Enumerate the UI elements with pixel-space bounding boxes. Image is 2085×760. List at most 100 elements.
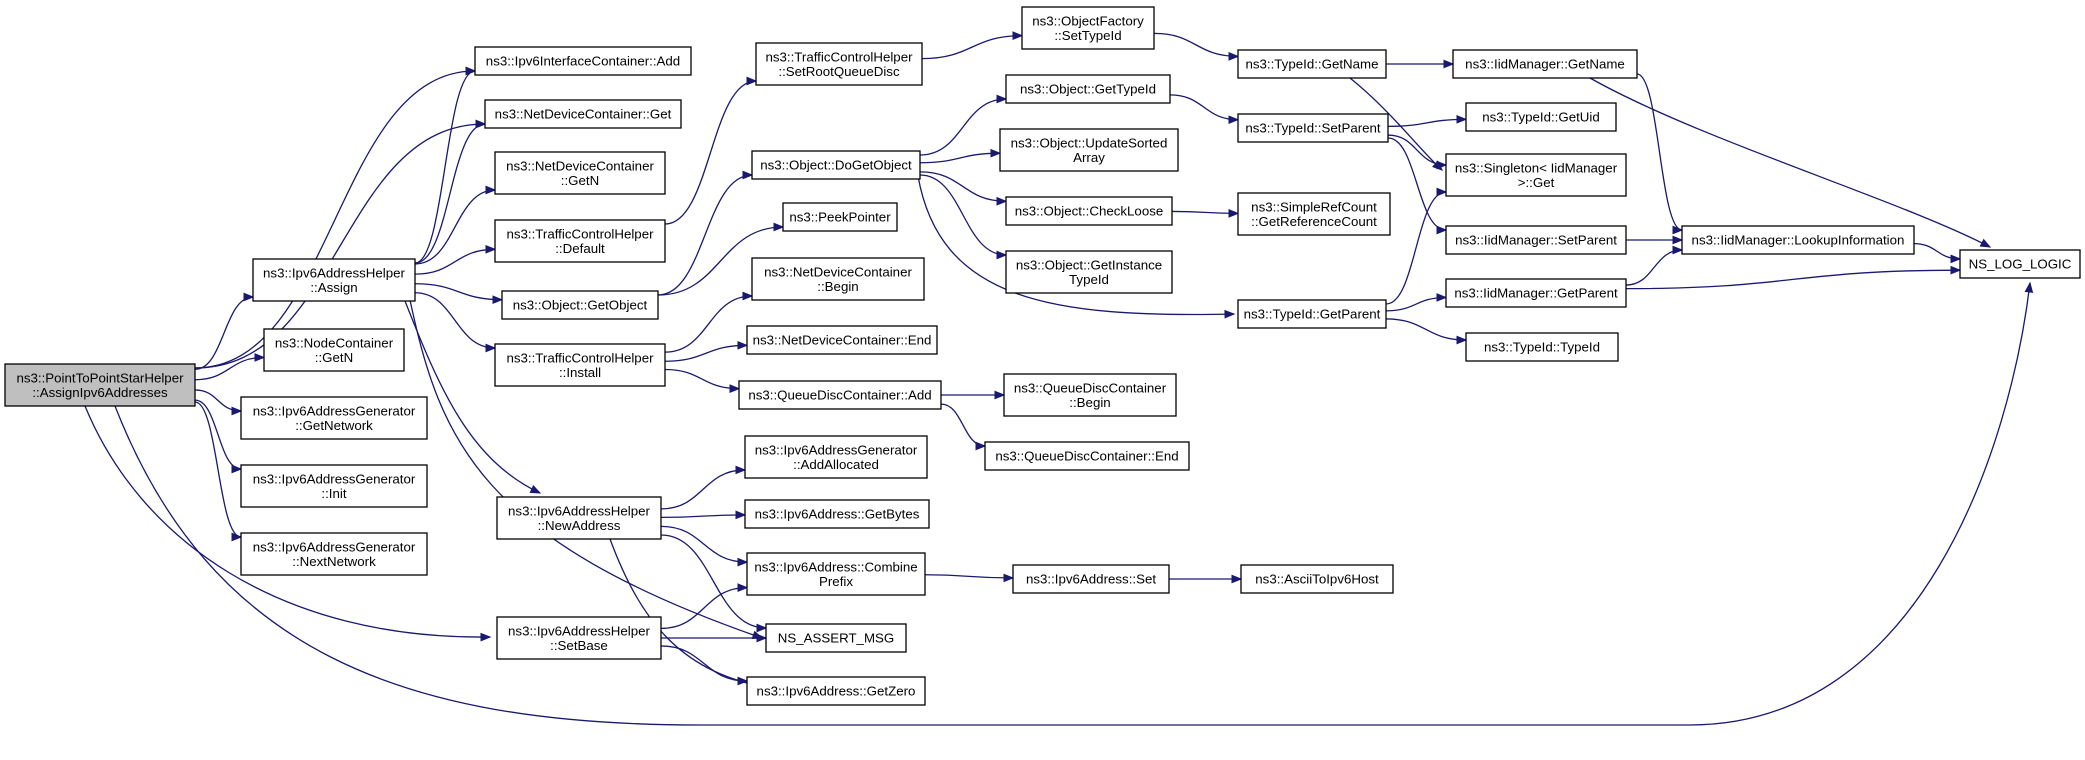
node-asciitoipv6[interactable]: ns3::AsciiToIpv6Host <box>1240 564 1394 594</box>
node-gen-nextnetwork[interactable]: ns3::Ipv6AddressGenerator::NextNetwork <box>240 532 428 576</box>
node-tch-default[interactable]: ns3::TrafficControlHelper::Default <box>494 219 666 263</box>
node-iidm-setparent[interactable]: ns3::IidManager::SetParent <box>1445 225 1627 255</box>
node-ndc-begin[interactable]: ns3::NetDeviceContainer::Begin <box>751 257 925 301</box>
arrow-head-icon <box>485 343 497 353</box>
node-box[interactable] <box>1005 250 1173 294</box>
node-obj-checkloose[interactable]: ns3::Object::CheckLoose <box>1005 196 1173 226</box>
node-box[interactable] <box>738 380 942 410</box>
node-assert-msg[interactable]: NS_ASSERT_MSG <box>765 623 907 653</box>
node-tid-getparent[interactable]: ns3::TypeId::GetParent <box>1237 299 1387 329</box>
node-box[interactable] <box>782 202 898 232</box>
node-box[interactable] <box>501 290 659 320</box>
node-box[interactable] <box>252 258 416 302</box>
node-gen-addallocated[interactable]: ns3::Ipv6AddressGenerator::AddAllocated <box>744 435 928 479</box>
node-nc-getn[interactable]: ns3::NodeContainer::GetN <box>263 328 405 372</box>
node-box[interactable] <box>746 325 938 355</box>
node-obj-gettypeid[interactable]: ns3::Object::GetTypeId <box>1005 74 1171 104</box>
node-box[interactable] <box>1237 49 1387 79</box>
node-tid-setparent[interactable]: ns3::TypeId::SetParent <box>1237 113 1389 143</box>
node-box[interactable] <box>1237 113 1389 143</box>
node-v6-getbytes[interactable]: ns3::Ipv6Address::GetBytes <box>744 499 930 529</box>
node-tid-getname[interactable]: ns3::TypeId::GetName <box>1237 49 1387 79</box>
node-ifc-add[interactable]: ns3::Ipv6InterfaceContainer::Add <box>474 46 692 76</box>
node-box[interactable] <box>751 150 921 180</box>
node-box[interactable] <box>240 464 428 508</box>
node-peekpointer[interactable]: ns3::PeekPointer <box>782 202 898 232</box>
node-tch-setroot[interactable]: ns3::TrafficControlHelper::SetRootQueueD… <box>755 42 923 86</box>
node-box[interactable] <box>1959 249 2081 279</box>
node-box[interactable] <box>240 396 428 440</box>
node-box[interactable] <box>474 46 692 76</box>
node-box[interactable] <box>1237 299 1387 329</box>
arrow-head-icon <box>1672 245 1684 255</box>
node-box[interactable] <box>1465 102 1617 132</box>
node-singleton-get[interactable]: ns3::Singleton< IidManager>::Get <box>1445 153 1627 197</box>
arrow-head-icon <box>254 353 266 362</box>
node-gen-init[interactable]: ns3::Ipv6AddressGenerator::Init <box>240 464 428 508</box>
node-v6-set[interactable]: ns3::Ipv6Address::Set <box>1012 564 1170 594</box>
arrow-head-icon <box>735 465 747 475</box>
node-qdc-add[interactable]: ns3::QueueDiscContainer::Add <box>738 380 942 410</box>
node-box[interactable] <box>751 257 925 301</box>
node-box[interactable] <box>1021 6 1155 50</box>
node-obj-dogetobject[interactable]: ns3::Object::DoGetObject <box>751 150 921 180</box>
node-box[interactable] <box>494 219 666 263</box>
call-edge-pt_assign-to-ifc_add <box>194 70 476 369</box>
node-box[interactable] <box>984 441 1190 471</box>
node-box[interactable] <box>1452 49 1638 79</box>
node-obj-getobject[interactable]: ns3::Object::GetObject <box>501 290 659 320</box>
node-tid-typeid[interactable]: ns3::TypeId::TypeId <box>1465 332 1619 362</box>
node-box[interactable] <box>496 496 662 540</box>
node-box[interactable] <box>263 328 405 372</box>
node-box[interactable] <box>744 499 930 529</box>
node-box[interactable] <box>494 151 666 195</box>
node-box[interactable] <box>746 552 926 596</box>
node-box[interactable] <box>1445 225 1627 255</box>
node-box[interactable] <box>1003 373 1177 417</box>
node-box[interactable] <box>1012 564 1170 594</box>
node-box[interactable] <box>240 532 428 576</box>
node-box[interactable] <box>1240 564 1394 594</box>
node-iidm-lookup[interactable]: ns3::IidManager::LookupInformation <box>1681 225 1915 255</box>
node-gen-getnetwork[interactable]: ns3::Ipv6AddressGenerator::GetNetwork <box>240 396 428 440</box>
node-ns-log-logic[interactable]: NS_LOG_LOGIC <box>1959 249 2081 279</box>
node-ndc-end[interactable]: ns3::NetDeviceContainer::End <box>746 325 938 355</box>
arrow-head-icon <box>729 384 741 393</box>
node-qdc-end[interactable]: ns3::QueueDiscContainer::End <box>984 441 1190 471</box>
node-box[interactable] <box>1005 74 1171 104</box>
node-qdc-begin[interactable]: ns3::QueueDiscContainer::Begin <box>1003 373 1177 417</box>
node-box[interactable] <box>1681 225 1915 255</box>
node-box[interactable] <box>1445 153 1627 197</box>
arrow-head-icon <box>1443 59 1455 69</box>
node-tid-getuid[interactable]: ns3::TypeId::GetUid <box>1465 102 1617 132</box>
node-box[interactable] <box>1237 192 1391 236</box>
node-box[interactable] <box>1465 332 1619 362</box>
node-objfactory-settypeid[interactable]: ns3::ObjectFactory::SetTypeId <box>1021 6 1155 50</box>
node-box[interactable] <box>1005 196 1173 226</box>
node-v6h-setbase[interactable]: ns3::Ipv6AddressHelper::SetBase <box>496 616 662 660</box>
node-v6-getzero[interactable]: ns3::Ipv6Address::GetZero <box>746 676 926 706</box>
node-box[interactable] <box>1445 278 1627 308</box>
node-box[interactable] <box>765 623 907 653</box>
node-iidm-getname[interactable]: ns3::IidManager::GetName <box>1452 49 1638 79</box>
node-v6h-assign[interactable]: ns3::Ipv6AddressHelper::Assign <box>252 258 416 302</box>
node-ndc-getn[interactable]: ns3::NetDeviceContainer::GetN <box>494 151 666 195</box>
node-box[interactable] <box>494 343 666 387</box>
node-iidm-getparent[interactable]: ns3::IidManager::GetParent <box>1445 278 1627 308</box>
node-tch-install[interactable]: ns3::TrafficControlHelper::Install <box>494 343 666 387</box>
node-box[interactable] <box>999 128 1179 172</box>
node-v6h-newaddress[interactable]: ns3::Ipv6AddressHelper::NewAddress <box>496 496 662 540</box>
node-box[interactable] <box>496 616 662 660</box>
node-box[interactable] <box>746 676 926 706</box>
call-edge-v6h_assign-to-ndc_get <box>414 123 486 264</box>
node-box[interactable] <box>755 42 923 86</box>
arrow-head-icon <box>773 222 785 232</box>
call-edge-pt_assign-to-ns_log_logic <box>114 282 2031 726</box>
node-box[interactable] <box>484 99 682 129</box>
node-box[interactable] <box>744 435 928 479</box>
node-ndc-get[interactable]: ns3::NetDeviceContainer::Get <box>484 99 682 129</box>
node-srefcount[interactable]: ns3::SimpleRefCount::GetReferenceCount <box>1237 192 1391 236</box>
